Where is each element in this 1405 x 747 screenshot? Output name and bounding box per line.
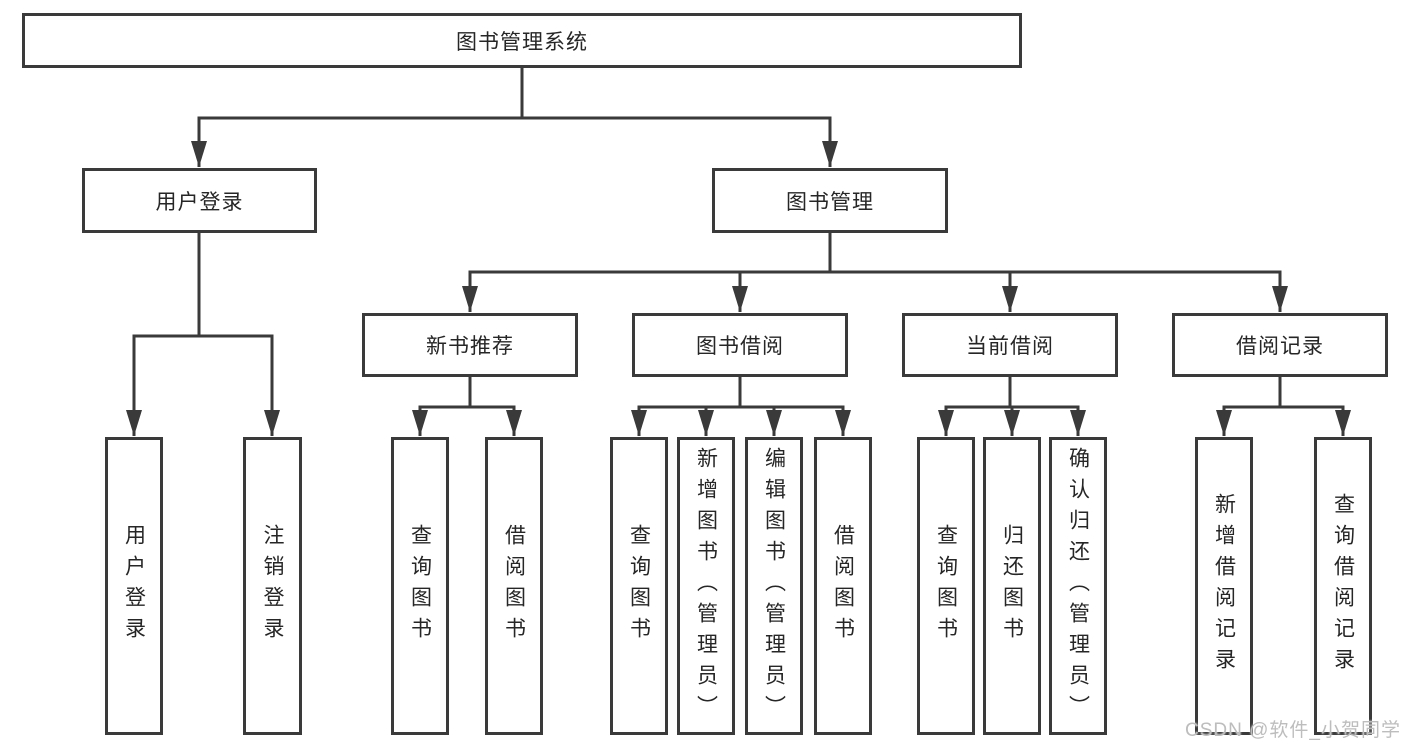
leaf-return-book-label: 归还图书 <box>1000 524 1024 648</box>
leaf-user-login-label: 用户登录 <box>122 524 146 648</box>
leaf-query-books-1: 查询图书 <box>391 437 449 735</box>
node-new-book-recommend-label: 新书推荐 <box>426 335 514 358</box>
leaf-add-borrow-record: 新增借阅记录 <box>1195 437 1253 735</box>
leaf-borrow-books-2: 借阅图书 <box>814 437 872 735</box>
leaf-user-login: 用户登录 <box>105 437 163 735</box>
leaf-borrow-books-1-label: 借阅图书 <box>502 524 526 648</box>
leaf-confirm-return-admin: 确认归还（管理员） <box>1049 437 1107 735</box>
node-borrow-records: 借阅记录 <box>1172 313 1388 377</box>
leaf-query-borrow-record: 查询借阅记录 <box>1314 437 1372 735</box>
leaf-query-books-2-label: 查询图书 <box>627 524 651 648</box>
leaf-return-book: 归还图书 <box>983 437 1041 735</box>
node-user-login: 用户登录 <box>82 168 317 233</box>
node-book-management: 图书管理 <box>712 168 948 233</box>
watermark-text: CSDN @软件_小贺同学 <box>1185 720 1401 741</box>
leaf-borrow-books-1: 借阅图书 <box>485 437 543 735</box>
node-book-borrow-label: 图书借阅 <box>696 335 784 358</box>
connector-arrows <box>126 118 1351 436</box>
leaf-edit-book-admin: 编辑图书（管理员） <box>745 437 803 735</box>
leaf-add-book-admin-label: 新增图书（管理员） <box>694 446 718 726</box>
node-root-label: 图书管理系统 <box>456 30 588 54</box>
leaf-confirm-return-admin-label: 确认归还（管理员） <box>1066 446 1090 726</box>
leaf-borrow-books-2-label: 借阅图书 <box>831 524 855 648</box>
node-current-borrow: 当前借阅 <box>902 313 1118 377</box>
leaf-query-borrow-record-label: 查询借阅记录 <box>1331 493 1355 679</box>
leaf-edit-book-admin-label: 编辑图书（管理员） <box>762 446 786 726</box>
node-user-login-label: 用户登录 <box>155 190 244 214</box>
node-new-book-recommend: 新书推荐 <box>362 313 578 377</box>
leaf-add-borrow-record-label: 新增借阅记录 <box>1212 493 1236 679</box>
leaf-query-books-2: 查询图书 <box>610 437 668 735</box>
node-book-borrow: 图书借阅 <box>632 313 848 377</box>
leaf-add-book-admin: 新增图书（管理员） <box>677 437 735 735</box>
connector-trunks <box>132 66 1345 409</box>
node-current-borrow-label: 当前借阅 <box>966 335 1054 358</box>
node-root: 图书管理系统 <box>22 13 1022 68</box>
leaf-logout-label: 注销登录 <box>261 524 284 648</box>
node-book-management-label: 图书管理 <box>786 190 874 214</box>
node-borrow-records-label: 借阅记录 <box>1236 335 1324 358</box>
leaf-query-books-3-label: 查询图书 <box>934 524 958 648</box>
leaf-query-books-3: 查询图书 <box>917 437 975 735</box>
leaf-query-books-1-label: 查询图书 <box>408 524 432 648</box>
leaf-logout: 注销登录 <box>243 437 302 735</box>
